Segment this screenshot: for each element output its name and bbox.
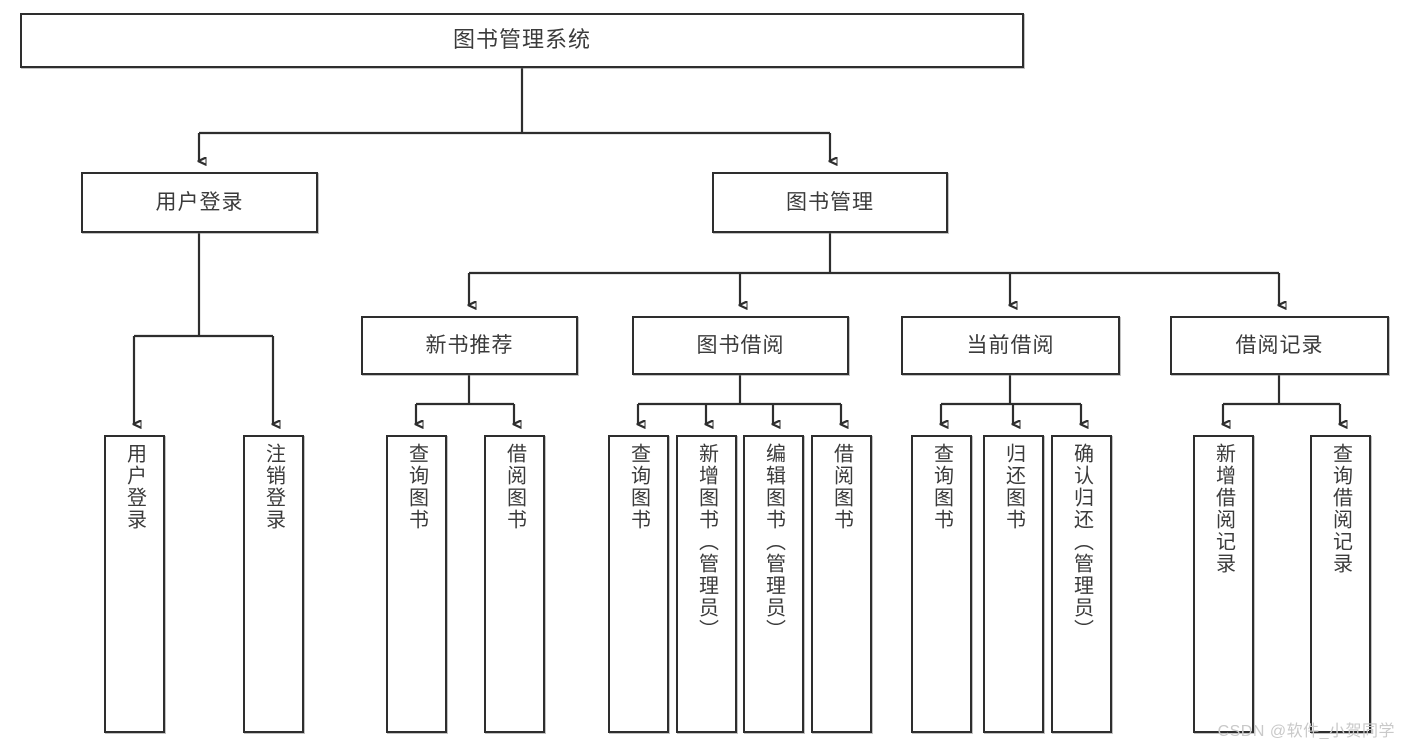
node-leaf-6[interactable]: 新增图书（管理员） (676, 435, 737, 733)
node-label: 用户登录 (155, 190, 244, 214)
node-label: 用户登录 (123, 443, 146, 531)
node-level3-3[interactable]: 当前借阅 (901, 316, 1120, 375)
node-level2-2[interactable]: 图书管理 (712, 172, 948, 233)
node-root-system[interactable]: 图书管理系统 (20, 13, 1024, 68)
node-label: 图书管理系统 (452, 27, 591, 53)
node-label: 查询借阅记录 (1329, 443, 1352, 575)
node-label: 查询图书 (930, 443, 953, 531)
node-leaf-4[interactable]: 借阅图书 (484, 435, 545, 733)
node-label: 图书借阅 (696, 333, 785, 357)
node-label: 查询图书 (627, 443, 650, 531)
node-leaf-1[interactable]: 用户登录 (104, 435, 165, 733)
node-label: 新增图书（管理员） (695, 443, 718, 641)
node-label: 确认归还（管理员） (1070, 443, 1093, 641)
node-level3-4[interactable]: 借阅记录 (1170, 316, 1389, 375)
node-label: 当前借阅 (966, 333, 1055, 357)
node-label: 编辑图书（管理员） (762, 443, 785, 641)
node-level2-1[interactable]: 用户登录 (81, 172, 318, 233)
node-leaf-11[interactable]: 确认归还（管理员） (1051, 435, 1112, 733)
node-leaf-13[interactable]: 查询借阅记录 (1310, 435, 1371, 733)
node-leaf-12[interactable]: 新增借阅记录 (1193, 435, 1254, 733)
node-leaf-3[interactable]: 查询图书 (386, 435, 447, 733)
node-leaf-10[interactable]: 归还图书 (983, 435, 1044, 733)
node-label: 新书推荐 (425, 333, 514, 357)
node-label: 查询图书 (405, 443, 428, 531)
node-label: 借阅记录 (1235, 333, 1324, 357)
node-leaf-5[interactable]: 查询图书 (608, 435, 669, 733)
node-label: 新增借阅记录 (1212, 443, 1235, 575)
node-leaf-7[interactable]: 编辑图书（管理员） (743, 435, 804, 733)
node-label: 注销登录 (262, 443, 285, 531)
node-leaf-8[interactable]: 借阅图书 (811, 435, 872, 733)
node-level3-1[interactable]: 新书推荐 (361, 316, 578, 375)
node-label: 图书管理 (786, 190, 874, 214)
node-label: 归还图书 (1002, 443, 1025, 531)
node-leaf-2[interactable]: 注销登录 (243, 435, 304, 733)
node-level3-2[interactable]: 图书借阅 (632, 316, 849, 375)
node-label: 借阅图书 (503, 443, 526, 531)
watermark-text: CSDN @软件_小贺同学 (1217, 723, 1395, 740)
node-label: 借阅图书 (830, 443, 853, 531)
node-leaf-9[interactable]: 查询图书 (911, 435, 972, 733)
